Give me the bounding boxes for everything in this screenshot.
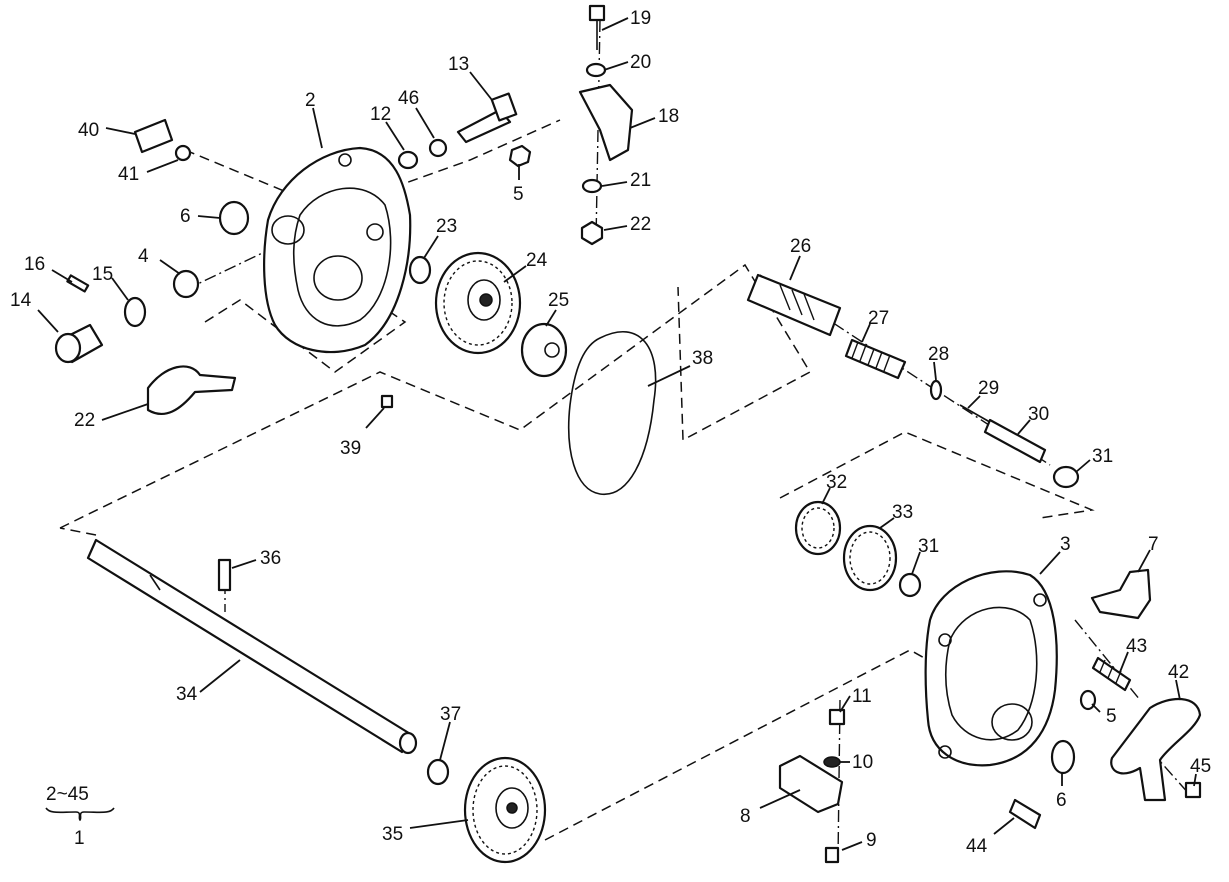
assembly-range-note: 2~45 1 bbox=[45, 784, 115, 849]
callout-19: 19 bbox=[630, 8, 651, 29]
callout-13: 13 bbox=[448, 54, 469, 75]
range-label: 2~45 bbox=[46, 784, 89, 805]
right-small-parts bbox=[778, 568, 1202, 864]
callout-5-upper: 5 bbox=[513, 184, 524, 205]
callout-22-upper: 22 bbox=[630, 214, 651, 235]
upper-small-parts bbox=[54, 92, 532, 416]
callout-11: 11 bbox=[852, 686, 872, 707]
callout-4: 4 bbox=[138, 246, 149, 267]
callout-25: 25 bbox=[548, 290, 569, 311]
callout-39: 39 bbox=[340, 438, 361, 459]
callout-42: 42 bbox=[1168, 662, 1189, 683]
callout-41: 41 bbox=[118, 164, 139, 185]
callout-33: 33 bbox=[892, 502, 913, 523]
callout-22-lower: 22 bbox=[74, 410, 95, 431]
right-gear-case bbox=[924, 570, 1058, 767]
callout-12: 12 bbox=[370, 104, 391, 125]
callout-29: 29 bbox=[978, 378, 999, 399]
callout-32: 32 bbox=[826, 472, 847, 493]
callout-34: 34 bbox=[176, 684, 198, 705]
callout-6-upper: 6 bbox=[180, 206, 191, 227]
callout-8: 8 bbox=[740, 806, 751, 827]
callout-28: 28 bbox=[928, 344, 949, 365]
callout-38: 38 bbox=[692, 348, 713, 369]
callout-43: 43 bbox=[1126, 636, 1147, 657]
bevel-gear bbox=[434, 251, 522, 355]
callout-10: 10 bbox=[852, 752, 873, 773]
callout-2: 2 bbox=[305, 90, 316, 111]
callout-16: 16 bbox=[24, 254, 45, 275]
callout-3: 3 bbox=[1060, 534, 1071, 555]
callout-30: 30 bbox=[1028, 404, 1049, 425]
callout-46: 46 bbox=[398, 88, 419, 109]
bracket-assembly bbox=[578, 4, 634, 246]
callout-36: 36 bbox=[260, 548, 281, 569]
callout-35: 35 bbox=[382, 824, 403, 845]
callout-20: 20 bbox=[630, 52, 651, 73]
hub bbox=[520, 322, 568, 378]
callout-24: 24 bbox=[526, 250, 548, 271]
callout-40: 40 bbox=[78, 120, 99, 141]
axle-shaft bbox=[86, 538, 418, 755]
left-gear-case bbox=[263, 146, 412, 354]
callout-27: 27 bbox=[868, 308, 889, 329]
drive-belt bbox=[567, 331, 657, 495]
callout-15: 15 bbox=[92, 264, 113, 285]
wheel-gear bbox=[426, 756, 547, 864]
callout-23: 23 bbox=[436, 216, 457, 237]
callout-18: 18 bbox=[658, 106, 679, 127]
callout-26: 26 bbox=[790, 236, 811, 257]
callout-21: 21 bbox=[630, 170, 651, 191]
callouts: 19 20 18 21 22 13 5 2 12 46 40 41 6 23 2… bbox=[10, 8, 1211, 857]
callout-7: 7 bbox=[1148, 534, 1159, 555]
callout-6-lower: 6 bbox=[1056, 790, 1067, 811]
callout-9: 9 bbox=[866, 830, 877, 851]
callout-37: 37 bbox=[440, 704, 461, 725]
spur-gears bbox=[794, 500, 922, 598]
callout-44: 44 bbox=[966, 836, 988, 857]
callout-5-lower: 5 bbox=[1106, 706, 1117, 727]
callout-31-upper: 31 bbox=[1092, 446, 1113, 467]
upper-right-shaft bbox=[746, 273, 1080, 489]
callout-14: 14 bbox=[10, 290, 32, 311]
callout-45: 45 bbox=[1190, 756, 1211, 777]
assembly-number: 1 bbox=[74, 828, 85, 849]
callout-31-lower: 31 bbox=[918, 536, 939, 557]
